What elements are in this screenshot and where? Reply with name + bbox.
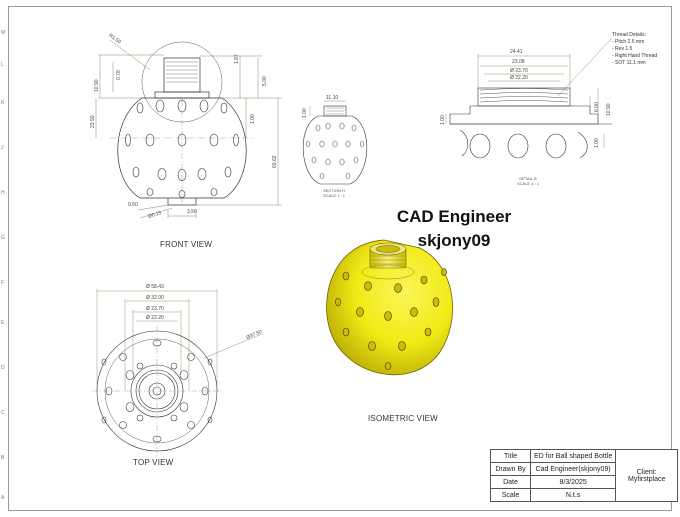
dim-front-h7: 60.62	[272, 155, 278, 168]
dim-top-d2: Ø 32.00	[146, 295, 164, 301]
isometric-view	[326, 239, 453, 376]
scale-value: N.t.s	[529, 488, 617, 502]
thread-details-title: Thread Details:	[612, 32, 646, 38]
zone-letter: J	[1, 145, 4, 151]
client-cell: Client: Myfirstplace	[615, 449, 679, 502]
thread-pitch: - Pitch 2.5 mm	[612, 39, 645, 45]
zone-letter: K	[1, 100, 5, 106]
zone-letter: C	[1, 410, 5, 416]
title-value: ED for Ball shaped Bottle	[529, 449, 617, 463]
zone-letter: H	[1, 190, 5, 196]
thread-direction: - Right Hand Thread	[612, 53, 658, 59]
dim-section-w: 11.10	[326, 95, 339, 101]
dim-section-h: 1.00	[302, 108, 308, 118]
dim-detail-h3: 6.00	[594, 102, 600, 112]
top-view-label: TOP VIEW	[133, 458, 174, 467]
detail-title: DETAIL B	[519, 176, 537, 181]
drawn-by-label: Drawn By	[490, 462, 531, 476]
front-view-label: FRONT VIEW	[160, 240, 213, 249]
dim-front-h6: 1.00	[250, 114, 256, 124]
zone-letter: D	[1, 365, 5, 371]
zone-letter: M	[1, 30, 6, 36]
thread-details: Thread Details: - Pitch 2.5 mm - Rev 1.5…	[612, 32, 657, 67]
detail-scale: SCALE 4 : 1	[516, 181, 539, 186]
detail-view	[445, 37, 613, 159]
dim-front-h5: 5.00	[262, 76, 268, 86]
date-label: Date	[490, 475, 531, 489]
dim-detail-h4: 1.00	[594, 138, 600, 148]
top-view	[92, 289, 263, 456]
dim-front-h2: 0.78	[116, 70, 122, 80]
dim-front-h1: 10.90	[94, 79, 100, 92]
title-block: Title ED for Ball shaped Bottle Client: …	[490, 449, 679, 502]
sheet-border	[8, 6, 672, 511]
dim-detail-d4: Ø 22.20	[510, 75, 528, 81]
detail-label: DETAIL B SCALE 4 : 1	[510, 176, 546, 186]
drawn-by-value: Cad Engineer(skjony09)	[529, 462, 617, 476]
dim-top-d3: Ø 23.70	[146, 306, 164, 312]
section-label: SECTION H SCALE 1 : 1	[316, 188, 352, 198]
dim-top-d1: Ø 58.43	[146, 284, 164, 290]
dim-front-b1: 0.50	[128, 202, 138, 208]
title-label: Title	[490, 449, 531, 463]
thread-sot: - SOT 11.1 mm	[612, 60, 646, 66]
zone-letter: F	[1, 280, 5, 286]
section-scale: SCALE 1 : 1	[322, 193, 345, 198]
dim-front-h4: 1.87	[234, 54, 240, 64]
section-title: SECTION H	[323, 188, 345, 193]
dim-detail-d3: Ø 23.70	[510, 68, 528, 74]
section-view	[302, 100, 368, 185]
front-view	[95, 39, 282, 219]
client-value: Myfirstplace	[628, 475, 666, 483]
watermark: CAD Engineer skjony09	[369, 205, 539, 253]
thread-rev: - Rev 1.5	[612, 46, 633, 52]
zone-letter: A	[1, 495, 5, 501]
zone-letter: G	[1, 235, 5, 241]
zone-letter: L	[1, 62, 4, 68]
dim-front-h3: 23.50	[90, 115, 96, 128]
dim-detail-d1: 24.41	[510, 49, 523, 55]
dim-front-b3: 3.50	[187, 209, 197, 215]
watermark-line2: skjony09	[417, 231, 491, 250]
dim-detail-h2: 1.00	[440, 115, 446, 125]
watermark-line1: CAD Engineer	[396, 207, 512, 226]
zone-letter: E	[1, 320, 5, 326]
zone-letter: B	[1, 455, 5, 461]
date-value: 8/3/2025	[529, 475, 617, 489]
isometric-view-label: ISOMETRIC VIEW	[368, 414, 438, 423]
dim-top-d4: Ø 22.20	[146, 315, 164, 321]
scale-label: Scale	[490, 488, 531, 502]
dim-detail-h1: 10.90	[606, 103, 612, 116]
client-label: Client:	[636, 468, 657, 476]
dim-detail-d2: 23.08	[512, 59, 525, 65]
